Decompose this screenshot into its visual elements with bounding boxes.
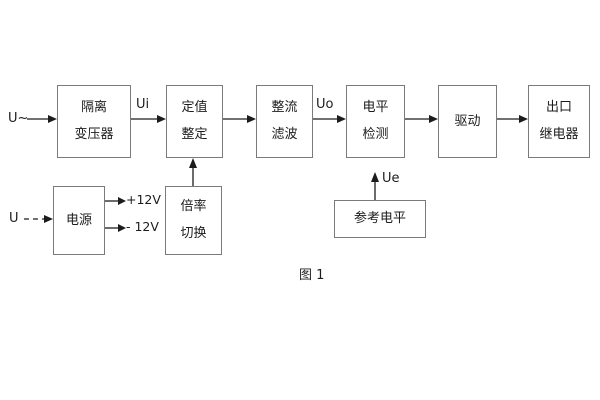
block-multiplier-switch[interactable]: 倍率 切换 xyxy=(165,186,222,255)
label-dc-input: U xyxy=(9,211,19,226)
block-line-1: 参考电平 xyxy=(353,211,406,227)
block-line-1: 倍率 xyxy=(180,199,207,215)
block-line-1: 电平 xyxy=(362,100,389,116)
label-ac-input: U~ xyxy=(8,111,29,126)
block-line-1: 出口 xyxy=(545,100,572,116)
block-line-2: 检测 xyxy=(362,127,389,142)
label-rail-positive-12v: +12V xyxy=(126,192,161,207)
block-line-2: 滤波 xyxy=(271,127,298,142)
block-drive[interactable]: 驱动 xyxy=(438,85,497,158)
block-line-2: 继电器 xyxy=(539,127,579,142)
block-level-detection[interactable]: 电平 检测 xyxy=(346,85,405,158)
block-line-1: 定值 xyxy=(181,100,208,116)
figure-caption: 图 1 xyxy=(299,268,325,283)
block-line-1: 整流 xyxy=(271,100,298,116)
label-uo: Uo xyxy=(316,97,334,112)
block-line-2: 整定 xyxy=(181,127,208,142)
block-line-1: 电源 xyxy=(65,212,92,228)
block-isolation-transformer[interactable]: 隔离 变压器 xyxy=(57,85,131,158)
block-line-1: 驱动 xyxy=(454,113,481,129)
block-reference-level[interactable]: 参考电平 xyxy=(334,200,426,238)
label-ui: Ui xyxy=(136,97,150,112)
block-line-2: 变压器 xyxy=(74,127,114,142)
label-ue: Ue xyxy=(382,171,400,186)
block-line-1: 隔离 xyxy=(80,100,107,116)
block-rectify-filter[interactable]: 整流 滤波 xyxy=(256,85,313,158)
block-output-relay[interactable]: 出口 继电器 xyxy=(528,85,590,158)
block-setpoint-setting[interactable]: 定值 整定 xyxy=(166,85,223,158)
label-rail-negative-12v: - 12V xyxy=(126,219,159,234)
block-line-2: 切换 xyxy=(180,226,207,241)
block-power-supply[interactable]: 电源 xyxy=(53,186,105,255)
